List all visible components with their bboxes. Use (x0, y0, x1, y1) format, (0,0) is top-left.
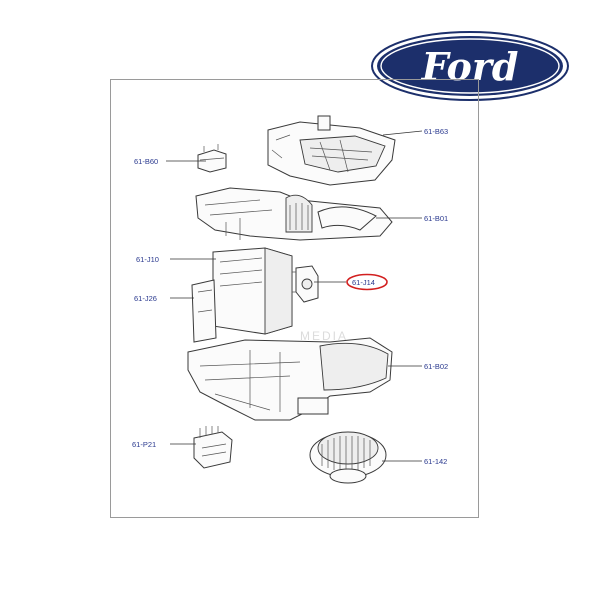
callout-61-j26: 61-J26 (134, 294, 157, 303)
part-foam-seal (191, 279, 217, 343)
part-blower-resistor (193, 426, 233, 469)
callout-61-b63: 61-B63 (424, 127, 448, 136)
ford-logo: Ford (371, 31, 569, 101)
callout-61-142: 61-142 (424, 457, 447, 466)
callout-61-b60: 61-B60 (134, 157, 158, 166)
part-expansion-valve (292, 265, 319, 303)
part-blower-motor (309, 431, 387, 484)
diagram-frame (110, 79, 479, 518)
part-upper-case (195, 187, 393, 241)
callout-61-b01: 61-B01 (424, 214, 448, 223)
leader-lines (166, 130, 423, 462)
callout-61-p21: 61-P21 (132, 440, 156, 449)
part-air-inlet-housing (267, 115, 396, 186)
part-lower-case (187, 337, 393, 421)
callout-61-b02: 61-B02 (424, 362, 448, 371)
part-actuator (197, 144, 227, 173)
part-evaporator-core (212, 247, 293, 335)
ford-logo-wordmark: Ford (421, 44, 519, 89)
callout-61-j10: 61-J10 (136, 255, 159, 264)
callout-61-j14: 61-J14 (352, 278, 375, 287)
watermark-text: MEDIA (300, 329, 348, 343)
callout-highlight-ring (346, 273, 388, 291)
